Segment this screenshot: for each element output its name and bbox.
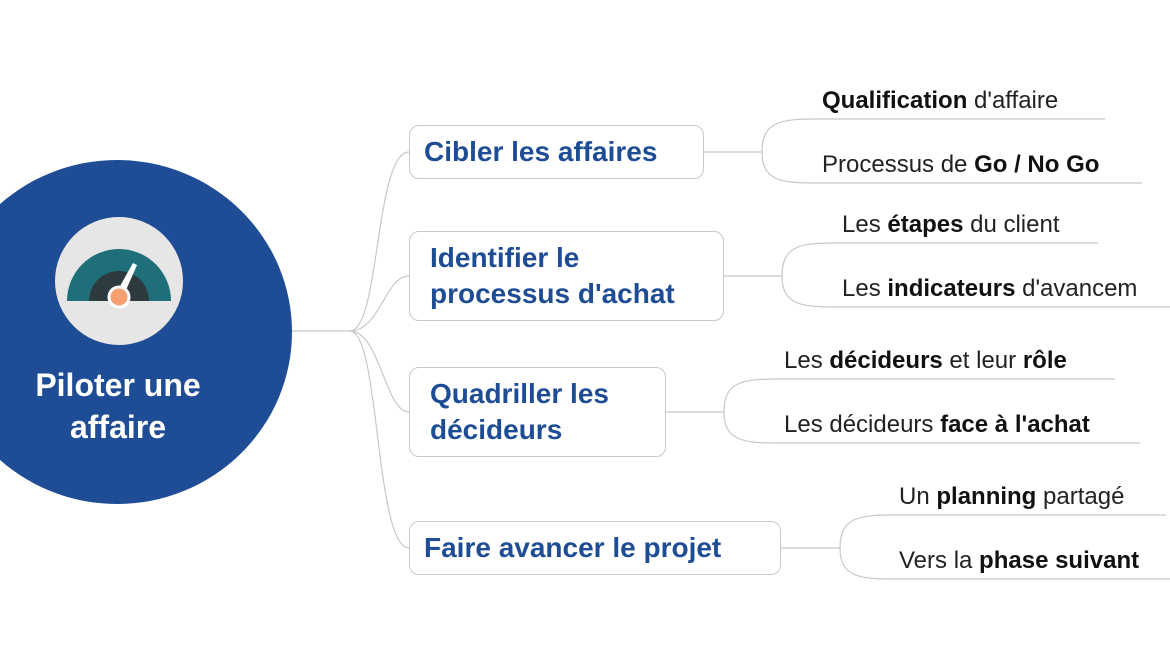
leaf-text-bold: phase suivant — [979, 547, 1140, 574]
leaf-connector — [723, 378, 1115, 413]
branch-label-line-2: processus d'achat — [430, 278, 675, 309]
branch-node-quadriller[interactable]: Quadriller les décideurs — [409, 367, 666, 457]
leaf-text: d'affaire — [967, 87, 1059, 114]
leaf-text: Processus de — [822, 151, 975, 178]
leaf-connector — [781, 242, 1098, 277]
leaf-item[interactable]: Qualification d'affaire — [822, 86, 1058, 116]
leaf-connector — [761, 118, 1105, 153]
leaf-text-bold: rôle — [1022, 347, 1067, 374]
leaf-text: Les — [842, 275, 888, 302]
speedometer-graphic — [67, 249, 171, 309]
leaf-text: Les — [842, 211, 888, 238]
leaf-connector — [781, 275, 1170, 308]
leaf-text: Les — [784, 347, 830, 374]
central-title-line-1: Piloter une — [35, 367, 201, 403]
leaf-item[interactable]: Les indicateurs d'avancem — [842, 274, 1137, 304]
leaf-item[interactable]: Un planning partagé — [899, 482, 1124, 512]
leaf-text-bold: face à l'achat — [940, 411, 1090, 438]
branch-connector-4 — [349, 330, 410, 549]
leaf-text-bold: Qualification — [822, 87, 968, 114]
branch-node-identifier[interactable]: Identifier le processus d'achat — [409, 231, 724, 321]
speedometer-icon — [55, 217, 183, 345]
leaf-connector — [839, 514, 1166, 549]
leaf-connector — [761, 151, 1142, 184]
leaf-item[interactable]: Les décideurs face à l'achat — [784, 410, 1090, 440]
branch-connector-2 — [349, 275, 410, 332]
leaf-text: partagé — [1036, 483, 1125, 510]
leaf-item[interactable]: Les décideurs et leur rôle — [784, 346, 1067, 376]
branch-label-line-1: Identifier le — [430, 242, 580, 273]
leaf-text-bold: Go / No Go — [974, 151, 1100, 178]
leaf-text: du client — [963, 211, 1060, 238]
leaf-connector — [723, 411, 1140, 444]
leaf-text: d'avancem — [1015, 275, 1138, 302]
central-title: Piloter une affaire — [0, 364, 236, 448]
branch-node-faire-avancer[interactable]: Faire avancer le projet — [409, 521, 781, 575]
leaf-connector — [839, 547, 1170, 580]
leaf-text-bold: indicateurs — [887, 275, 1016, 302]
leaf-text-bold: planning — [936, 483, 1037, 510]
leaf-text: et leur — [942, 347, 1023, 374]
leaf-text: Les décideurs — [784, 411, 941, 438]
leaf-text: Vers la — [899, 547, 980, 574]
branch-label-line-2: décideurs — [430, 414, 563, 445]
branch-node-cibler[interactable]: Cibler les affaires — [409, 125, 704, 179]
branch-label-line-1: Cibler les affaires — [424, 136, 658, 167]
leaf-text-bold: décideurs — [829, 347, 943, 374]
leaf-text: Un — [899, 483, 937, 510]
gauge-pivot — [107, 285, 131, 309]
branch-connector-1 — [349, 151, 410, 332]
leaf-text-bold: étapes — [887, 211, 964, 238]
branch-label-line-1: Quadriller les — [430, 378, 609, 409]
leaf-item[interactable]: Vers la phase suivant — [899, 546, 1139, 576]
central-title-line-2: affaire — [69, 409, 167, 445]
branch-connector-3 — [349, 330, 410, 413]
leaf-item[interactable]: Les étapes du client — [842, 210, 1059, 240]
leaf-item[interactable]: Processus de Go / No Go — [822, 150, 1099, 180]
branch-label-line-1: Faire avancer le projet — [424, 532, 722, 563]
